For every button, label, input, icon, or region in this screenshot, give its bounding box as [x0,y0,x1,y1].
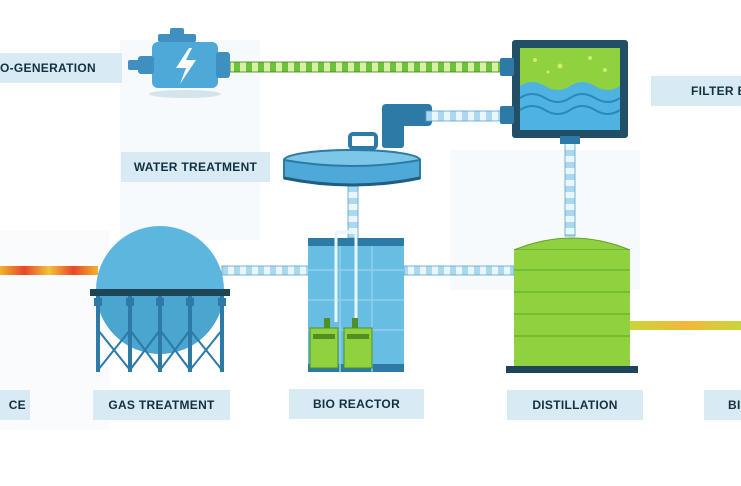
pipe-distillation-to-output [630,321,741,330]
pipe-bioreactor-to-distillation [403,265,515,276]
pipe-filter-to-distillation [564,139,576,237]
pipe-bioreactor-to-filter [382,104,507,148]
pipe-source-to-gas [0,266,98,275]
pipe-gas-to-bioreactor [221,265,311,276]
label-bio-reactor: BIO REACTOR [289,389,424,419]
engine-bolt-icon [128,28,230,98]
label-filter: FILTER B [651,76,741,106]
label-distillation: DISTILLATION [507,390,643,420]
bio-reactor-tank [308,230,404,372]
label-gas-treatment: GAS TREATMENT [93,390,230,420]
pipe-engine-to-filter [229,61,506,73]
distillation-tank [506,237,638,373]
label-biofuel: BI [704,390,741,420]
label-source: CE [0,390,30,420]
label-cogeneration: CO-GENERATION [0,53,122,83]
pipe-water-to-bioreactor [347,185,359,239]
water-treatment-tank [283,132,421,187]
gas-treatment-sphere [90,226,230,372]
filter-tank [500,40,628,144]
label-water-treatment: WATER TREATMENT [121,152,270,182]
